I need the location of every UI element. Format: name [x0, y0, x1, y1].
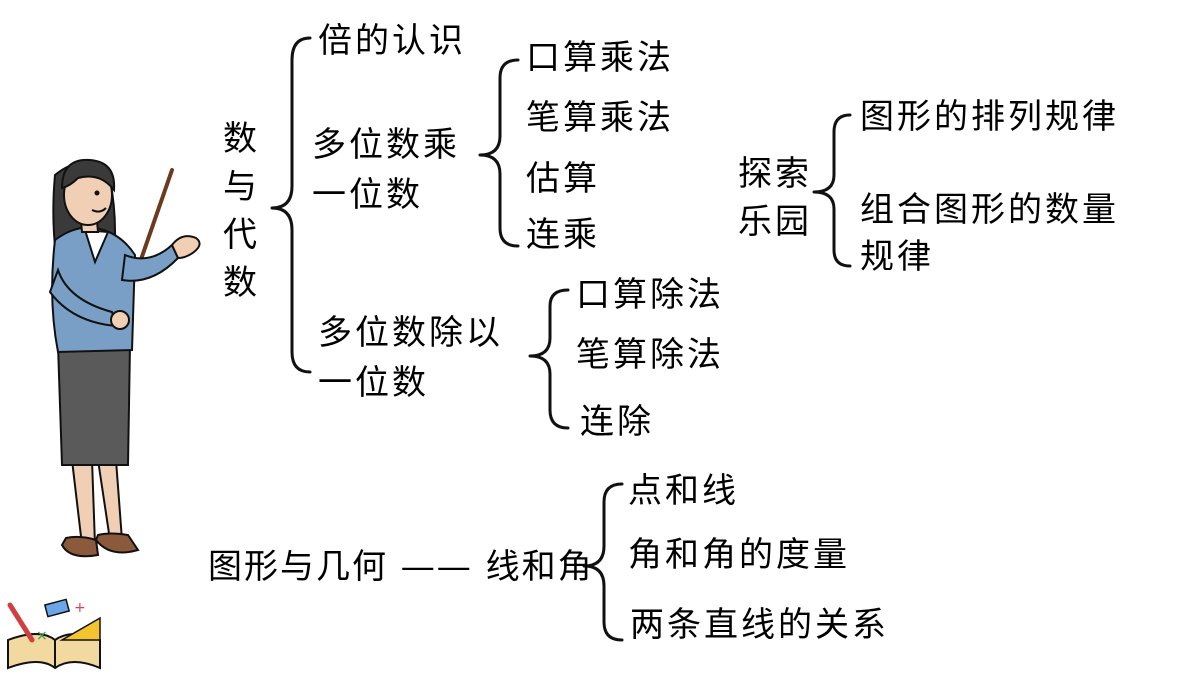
explore-item-combined-line1: 组合图形的数量 [860, 190, 1119, 230]
div-item-mental: 口算除法 [576, 275, 724, 315]
svg-text:+: + [74, 600, 86, 616]
node-number-and-algebra: 数与代数 [223, 119, 257, 303]
geo-item-two-lines: 两条直线的关系 [630, 605, 889, 645]
mult-item-estimate: 估算 [526, 159, 600, 199]
explore-item-arrangement: 图形的排列规律 [860, 97, 1119, 137]
mult-item-mental: 口算乘法 [526, 38, 674, 78]
explore-item-combined-line2: 规律 [860, 237, 934, 277]
mult-item-written: 笔算乘法 [526, 98, 674, 138]
brace-multiplication [478, 58, 520, 248]
div-item-written: 笔算除法 [576, 335, 724, 375]
node-multiples: 倍的认识 [318, 21, 466, 61]
node-explore-line2: 乐园 [738, 202, 812, 242]
geo-item-angles: 角和角的度量 [628, 535, 850, 575]
div-item-consecutive: 连除 [580, 402, 654, 442]
brace-algebra [270, 36, 312, 374]
node-multiplication-line1: 多位数乘 [312, 125, 460, 165]
node-multiplication-line2: 一位数 [312, 175, 423, 215]
brace-division [528, 288, 570, 430]
geo-item-points-lines: 点和线 [628, 471, 739, 511]
node-division-line1: 多位数除以 [318, 313, 503, 353]
brace-explore [812, 113, 852, 268]
mult-item-consecutive: 连乘 [526, 215, 600, 255]
node-geometry: 图形与几何 —— 线和角 [208, 547, 594, 587]
node-explore-line1: 探索 [738, 154, 812, 194]
brace-geometry [582, 482, 624, 642]
node-division-line2: 一位数 [318, 363, 429, 403]
svg-text:×: × [36, 628, 48, 644]
